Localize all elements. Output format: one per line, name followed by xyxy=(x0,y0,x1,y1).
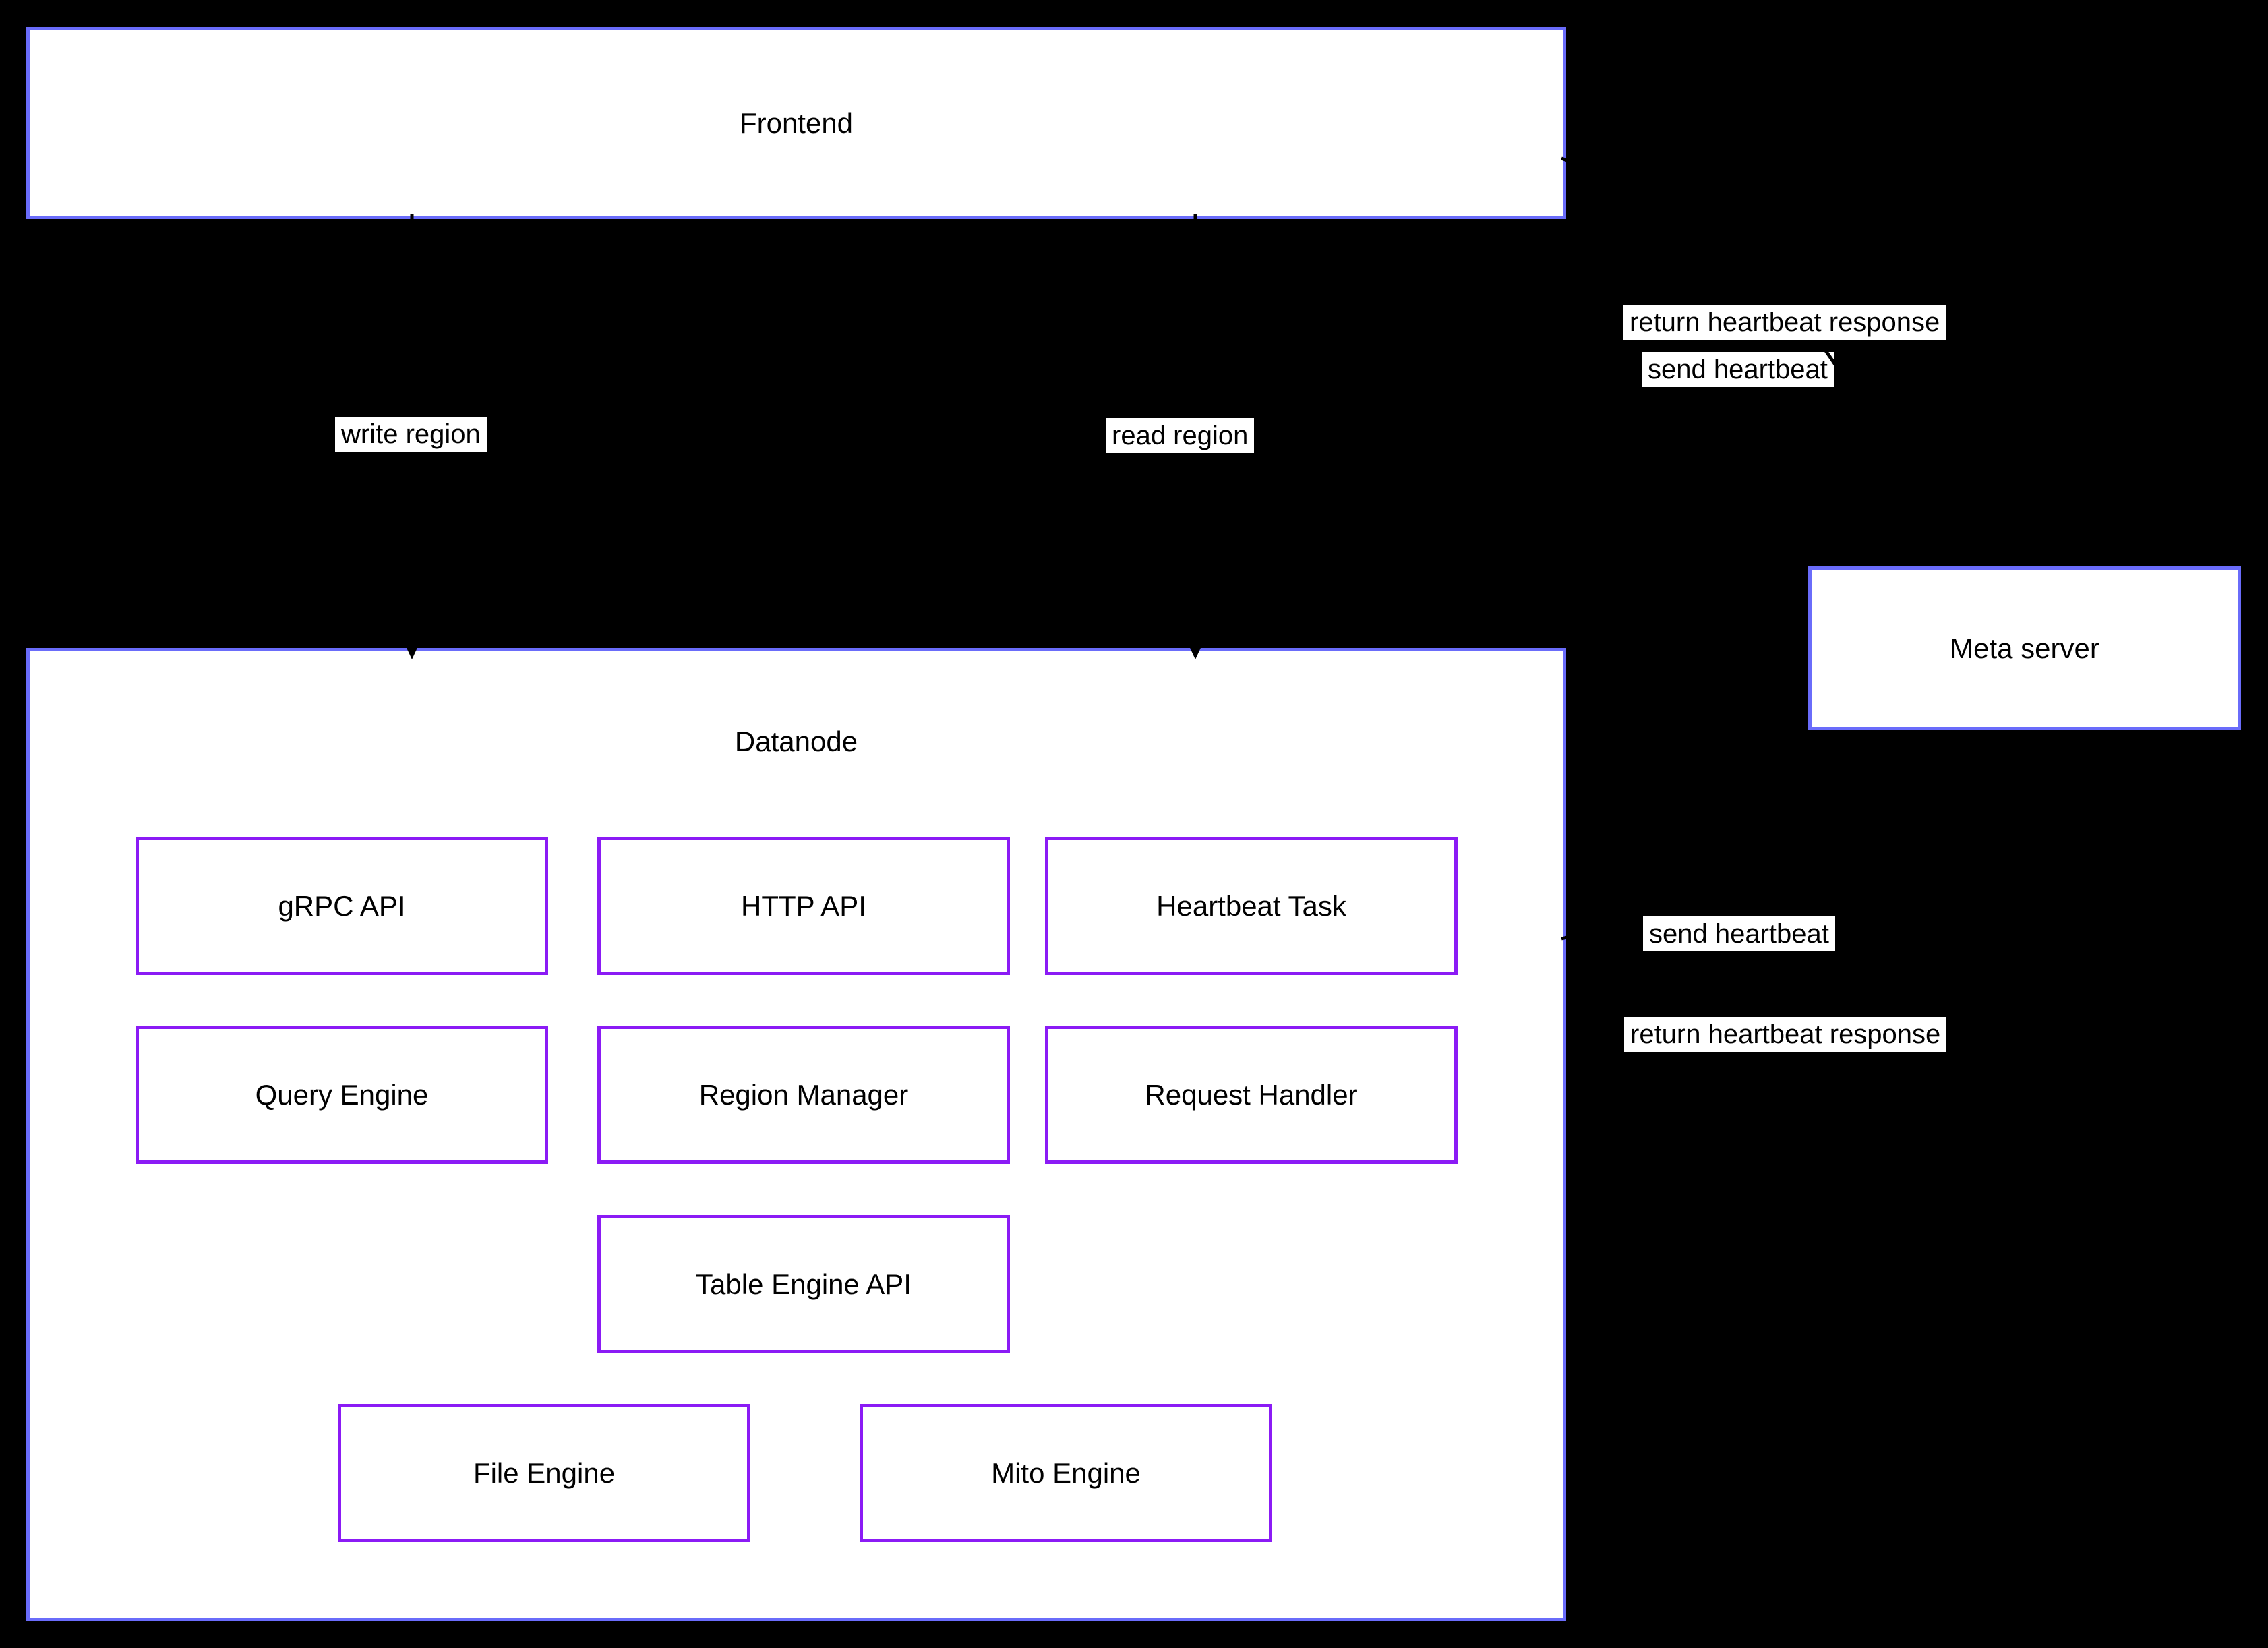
component-heartbeat-task: Heartbeat Task xyxy=(1045,837,1458,975)
component-http-api: HTTP API xyxy=(597,837,1010,975)
edge-label-read-region: read region xyxy=(1106,418,1255,453)
meta-server-label: Meta server xyxy=(1950,632,2099,664)
component-request-handler: Request Handler xyxy=(1045,1026,1458,1164)
component-table-engine-api: Table Engine API xyxy=(597,1215,1010,1353)
component-mito-engine: Mito Engine xyxy=(860,1404,1272,1542)
component-grpc-api: gRPC API xyxy=(136,837,548,975)
edge-label-return-heartbeat-datanode: return heartbeat response xyxy=(1624,1017,1947,1052)
arrow-datanode-send-heartbeat xyxy=(1561,732,1921,941)
edge-label-write-region: write region xyxy=(335,417,487,452)
meta-server-node: Meta server xyxy=(1808,566,2241,730)
component-file-engine: File Engine xyxy=(338,1404,750,1542)
datanode-label: Datanode xyxy=(734,726,858,757)
edge-label-send-heartbeat-frontend: send heartbeat xyxy=(1642,352,1834,387)
edge-label-send-heartbeat-datanode: send heartbeat xyxy=(1643,916,1835,951)
component-region-manager: Region Manager xyxy=(597,1026,1010,1164)
component-query-engine: Query Engine xyxy=(136,1026,548,1164)
edge-label-return-heartbeat-frontend: return heartbeat response xyxy=(1623,305,1946,340)
frontend-label: Frontend xyxy=(739,107,854,139)
frontend-node: Frontend xyxy=(26,27,1566,219)
